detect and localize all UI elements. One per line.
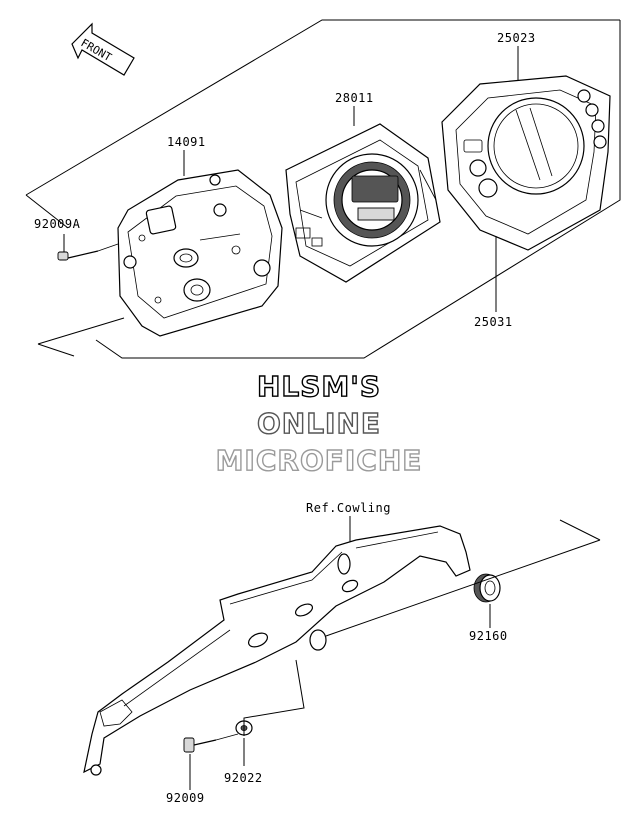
watermark: HLSM'S ONLINE MICROFICHE (215, 369, 423, 477)
callout-92009A: 92009A (34, 217, 81, 231)
guide-line-grommet-2 (559, 519, 601, 541)
callout-28011: 28011 (335, 91, 374, 105)
bolt-92009 (183, 733, 239, 753)
watermark-line-2: ONLINE (257, 407, 381, 440)
meter-case-14091 (117, 169, 283, 337)
grommet-92160 (473, 573, 501, 603)
callout-92009: 92009 (166, 791, 205, 805)
meter-stay-bracket (83, 525, 471, 776)
meter-assembly-28011 (285, 123, 441, 283)
front-direction-arrow: FRONT (71, 22, 135, 76)
guide-line-washer (243, 659, 305, 736)
callout-92022: 92022 (224, 771, 263, 785)
upper-assembly-frame (25, 19, 621, 359)
callout-25023: 25023 (497, 31, 536, 45)
meter-cover-25023 (441, 75, 611, 251)
callout-92160: 92160 (469, 629, 508, 643)
watermark-line-3: MICROFICHE (216, 444, 423, 477)
callout-14091: 14091 (167, 135, 206, 149)
callout-25031: 25031 (474, 315, 513, 329)
ref-cowling-label: Ref.Cowling (306, 501, 391, 515)
watermark-line-1: HLSM'S (257, 370, 381, 403)
guide-line-grommet (325, 539, 601, 637)
screw-92009A (57, 234, 119, 261)
